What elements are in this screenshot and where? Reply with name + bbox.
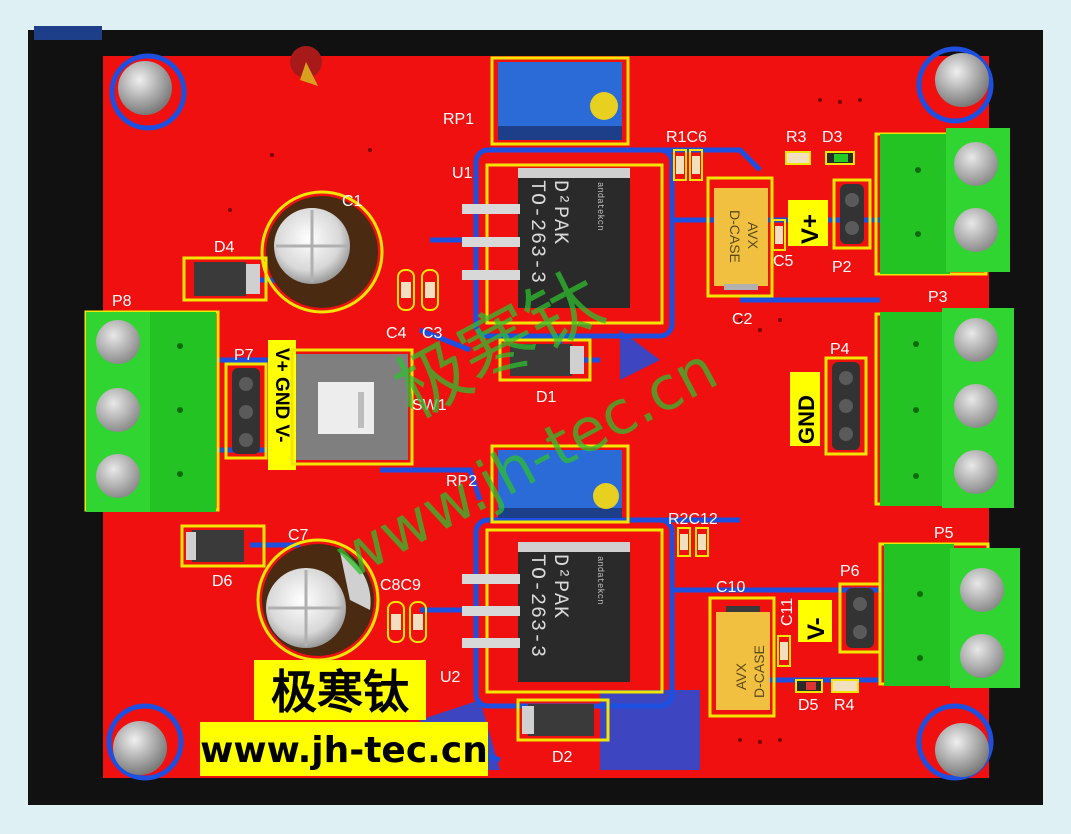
capacitor-c7 — [256, 538, 380, 662]
badge-gnd: GND — [794, 395, 819, 444]
ref-c10: C10 — [716, 579, 745, 596]
cap-c10-line1: AVX — [733, 662, 749, 690]
header-p6 — [838, 582, 882, 654]
ref-d6: D6 — [212, 573, 233, 590]
regulator-u1: D²PAK TO-263-3 andatekcn — [462, 163, 664, 325]
cap-c10-line2: D-CASE — [751, 645, 767, 698]
potentiometer-rp1 — [490, 56, 630, 146]
smd-c8-c9 — [387, 601, 427, 643]
ref-p2: P2 — [832, 259, 852, 276]
diode-d4 — [182, 256, 268, 302]
smd-r1c6 — [673, 149, 703, 181]
capacitor-c1 — [260, 190, 384, 314]
ref-p5: P5 — [934, 525, 954, 542]
ref-c3: C3 — [422, 325, 443, 342]
chip-u2-side: andatekcn — [595, 556, 605, 605]
badge-gnd-bg — [790, 372, 820, 446]
header-p4 — [824, 356, 868, 456]
ref-c11: C11 — [779, 598, 796, 626]
ref-u1: U1 — [452, 165, 473, 182]
badge-vminus: V- — [803, 617, 830, 640]
corner-tab — [34, 26, 102, 40]
ref-p4: P4 — [830, 341, 850, 358]
terminal-p5 — [878, 542, 1020, 688]
chip-u1-side: andatekcn — [595, 182, 605, 231]
tantalum-c10: AVX D-CASE — [708, 596, 776, 718]
ref-rp1: RP1 — [443, 111, 474, 128]
terminal-p8 — [84, 310, 220, 512]
mounting-screws — [106, 46, 994, 781]
ref-u2: U2 — [440, 669, 461, 686]
smd-c4-c3 — [397, 269, 439, 311]
brand-cn-bg — [254, 660, 426, 720]
switch-sw1 — [290, 348, 414, 466]
ref-c7: C7 — [288, 527, 309, 544]
badge-vplus-right: V+ — [797, 214, 824, 244]
ref-rp2: RP2 — [446, 473, 477, 490]
header-p7 — [224, 362, 268, 460]
ref-p3: P3 — [928, 289, 948, 306]
smd-c11 — [777, 635, 791, 667]
diode-d2 — [516, 698, 610, 742]
badge-vplus-bg — [788, 200, 828, 246]
regulator-u2: D²PAK TO-263-3 andatekcn — [462, 528, 664, 694]
badge-vminus-bg — [798, 600, 832, 642]
ref-d2: D2 — [552, 749, 573, 766]
ref-sw1: SW1 — [412, 397, 447, 414]
ref-c4: C4 — [386, 325, 407, 342]
chip-u1-line1: D²PAK — [548, 180, 571, 245]
diode-d1 — [498, 338, 592, 382]
smd-c5 — [772, 219, 786, 251]
cap-c2-line2: D-CASE — [727, 210, 743, 263]
ref-c8c9: C8C9 — [380, 577, 421, 594]
chip-u2-line1: D²PAK — [548, 554, 571, 619]
brand-url-bg — [200, 722, 488, 776]
ref-d3: D3 — [822, 129, 843, 146]
ref-d5: D5 — [798, 697, 819, 714]
ref-p8: P8 — [112, 293, 132, 310]
ref-c5: C5 — [773, 253, 794, 270]
ref-r4: R4 — [834, 697, 855, 714]
ref-c1: C1 — [342, 193, 363, 210]
diode-d6 — [180, 524, 266, 568]
header-p2 — [832, 178, 872, 250]
ref-r2c12: R2C12 — [668, 511, 718, 528]
brand-cn: 极寒钛 — [271, 665, 410, 719]
ref-r3: R3 — [786, 129, 807, 146]
chip-u1-line2: TO-263-3 — [525, 180, 548, 284]
ref-d4: D4 — [214, 239, 235, 256]
ref-p6: P6 — [840, 563, 860, 580]
brand-url: www.jh-tec.cn — [200, 730, 488, 771]
terminal-p3-middle — [874, 308, 1014, 508]
smd-r2c12 — [677, 527, 709, 557]
potentiometer-rp2 — [490, 444, 630, 524]
glow-marker-tip — [300, 62, 318, 86]
reference-labels: RP1 U1 R1C6 R3 D3 C1 D4 C5 P2 C2 P3 P8 P… — [112, 111, 954, 766]
terminal-p3-top — [874, 128, 1010, 276]
ref-c2: C2 — [732, 311, 753, 328]
smd-r3-d3 — [785, 151, 855, 165]
badge-left-strip: V+ GND V- — [271, 348, 292, 443]
vias — [228, 98, 862, 744]
smd-d5-r4 — [795, 679, 859, 693]
ref-r1c6: R1C6 — [666, 129, 707, 146]
tantalum-c2: AVX D-CASE — [706, 176, 774, 298]
ref-d1: D1 — [536, 389, 557, 406]
chip-u2-line2: TO-263-3 — [525, 554, 548, 658]
cap-c2-line1: AVX — [745, 222, 761, 250]
ref-p7: P7 — [234, 347, 254, 364]
